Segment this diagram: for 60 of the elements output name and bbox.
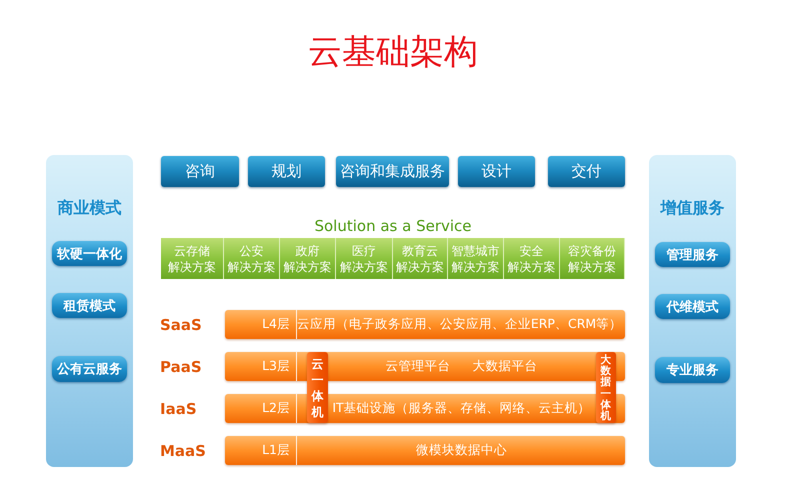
tile-text: 医疗 [352,242,376,258]
diagram-title: 云基础架构 [308,31,478,74]
tile-text: 解决方案 [568,258,616,274]
layer-label: PaaS [160,356,202,378]
layer-description: IT基础设施（服务器、存储、网络、云主机） [332,400,591,417]
solution-tile [161,238,224,279]
layer-bar [225,310,625,339]
service-button: 规划 [248,156,325,187]
layer-label: IaaS [160,398,197,420]
panel-heading: 商业模式 [58,197,122,219]
vertical-text: 大数据一体机 [600,354,612,422]
layer-number: L2层 [225,394,297,423]
tile-text: 解决方案 [396,258,444,274]
vertical-bar [307,352,328,423]
layer-description: 微模块数据中心 [416,442,507,459]
tile-text: 解决方案 [284,258,332,274]
solution-tile [393,238,448,279]
tile-text: 解决方案 [452,258,500,274]
service-button: 咨询 [161,156,239,187]
section-heading: Solution as a Service [314,216,472,236]
solution-tile [336,238,393,279]
solution-tile [224,238,280,279]
side-button: 管理服务 [655,242,730,267]
layer-description: 云应用（电子政务应用、公安应用、企业ERP、CRM等） [296,316,622,333]
tile-text: 教育云 [402,242,438,258]
layer-number: L4层 [225,310,297,339]
panel-heading: 增值服务 [660,197,724,219]
service-button: 设计 [458,156,535,187]
solution-tile [280,238,336,279]
service-button: 咨询和集成服务 [336,156,449,187]
tile-text: 政府 [296,242,320,258]
vertical-bar [596,352,616,423]
side-panel [46,155,133,467]
solution-tile [504,238,560,279]
side-panel [649,155,736,467]
tile-text: 云存储 [174,242,210,258]
tile-text: 安全 [520,242,544,258]
layer-number: L3层 [225,352,297,381]
layer-description: 大数据平台 [472,358,538,375]
solution-tile [560,238,625,279]
side-button: 租赁模式 [52,293,127,318]
tile-text: 公安 [240,242,264,258]
tile-text: 智慧城市 [452,242,500,258]
side-button: 专业服务 [655,357,730,383]
tile-text: 解决方案 [340,258,388,274]
vertical-text: 云一体机 [312,356,324,420]
side-button: 软硬一体化 [52,241,127,266]
tile-text: 解决方案 [508,258,556,274]
solution-tile [448,238,504,279]
layer-number: L1层 [225,436,297,465]
layer-description: 云管理平台 [386,358,450,375]
side-button: 公有云服务 [52,356,127,382]
service-button: 交付 [548,156,625,187]
layer-label: MaaS [160,440,206,462]
tile-text: 解决方案 [228,258,276,274]
side-button: 代维模式 [655,294,730,319]
layer-bar [225,436,625,465]
tile-text: 解决方案 [168,258,216,274]
tile-text: 容灾备份 [568,242,616,258]
layer-label: SaaS [160,314,202,336]
